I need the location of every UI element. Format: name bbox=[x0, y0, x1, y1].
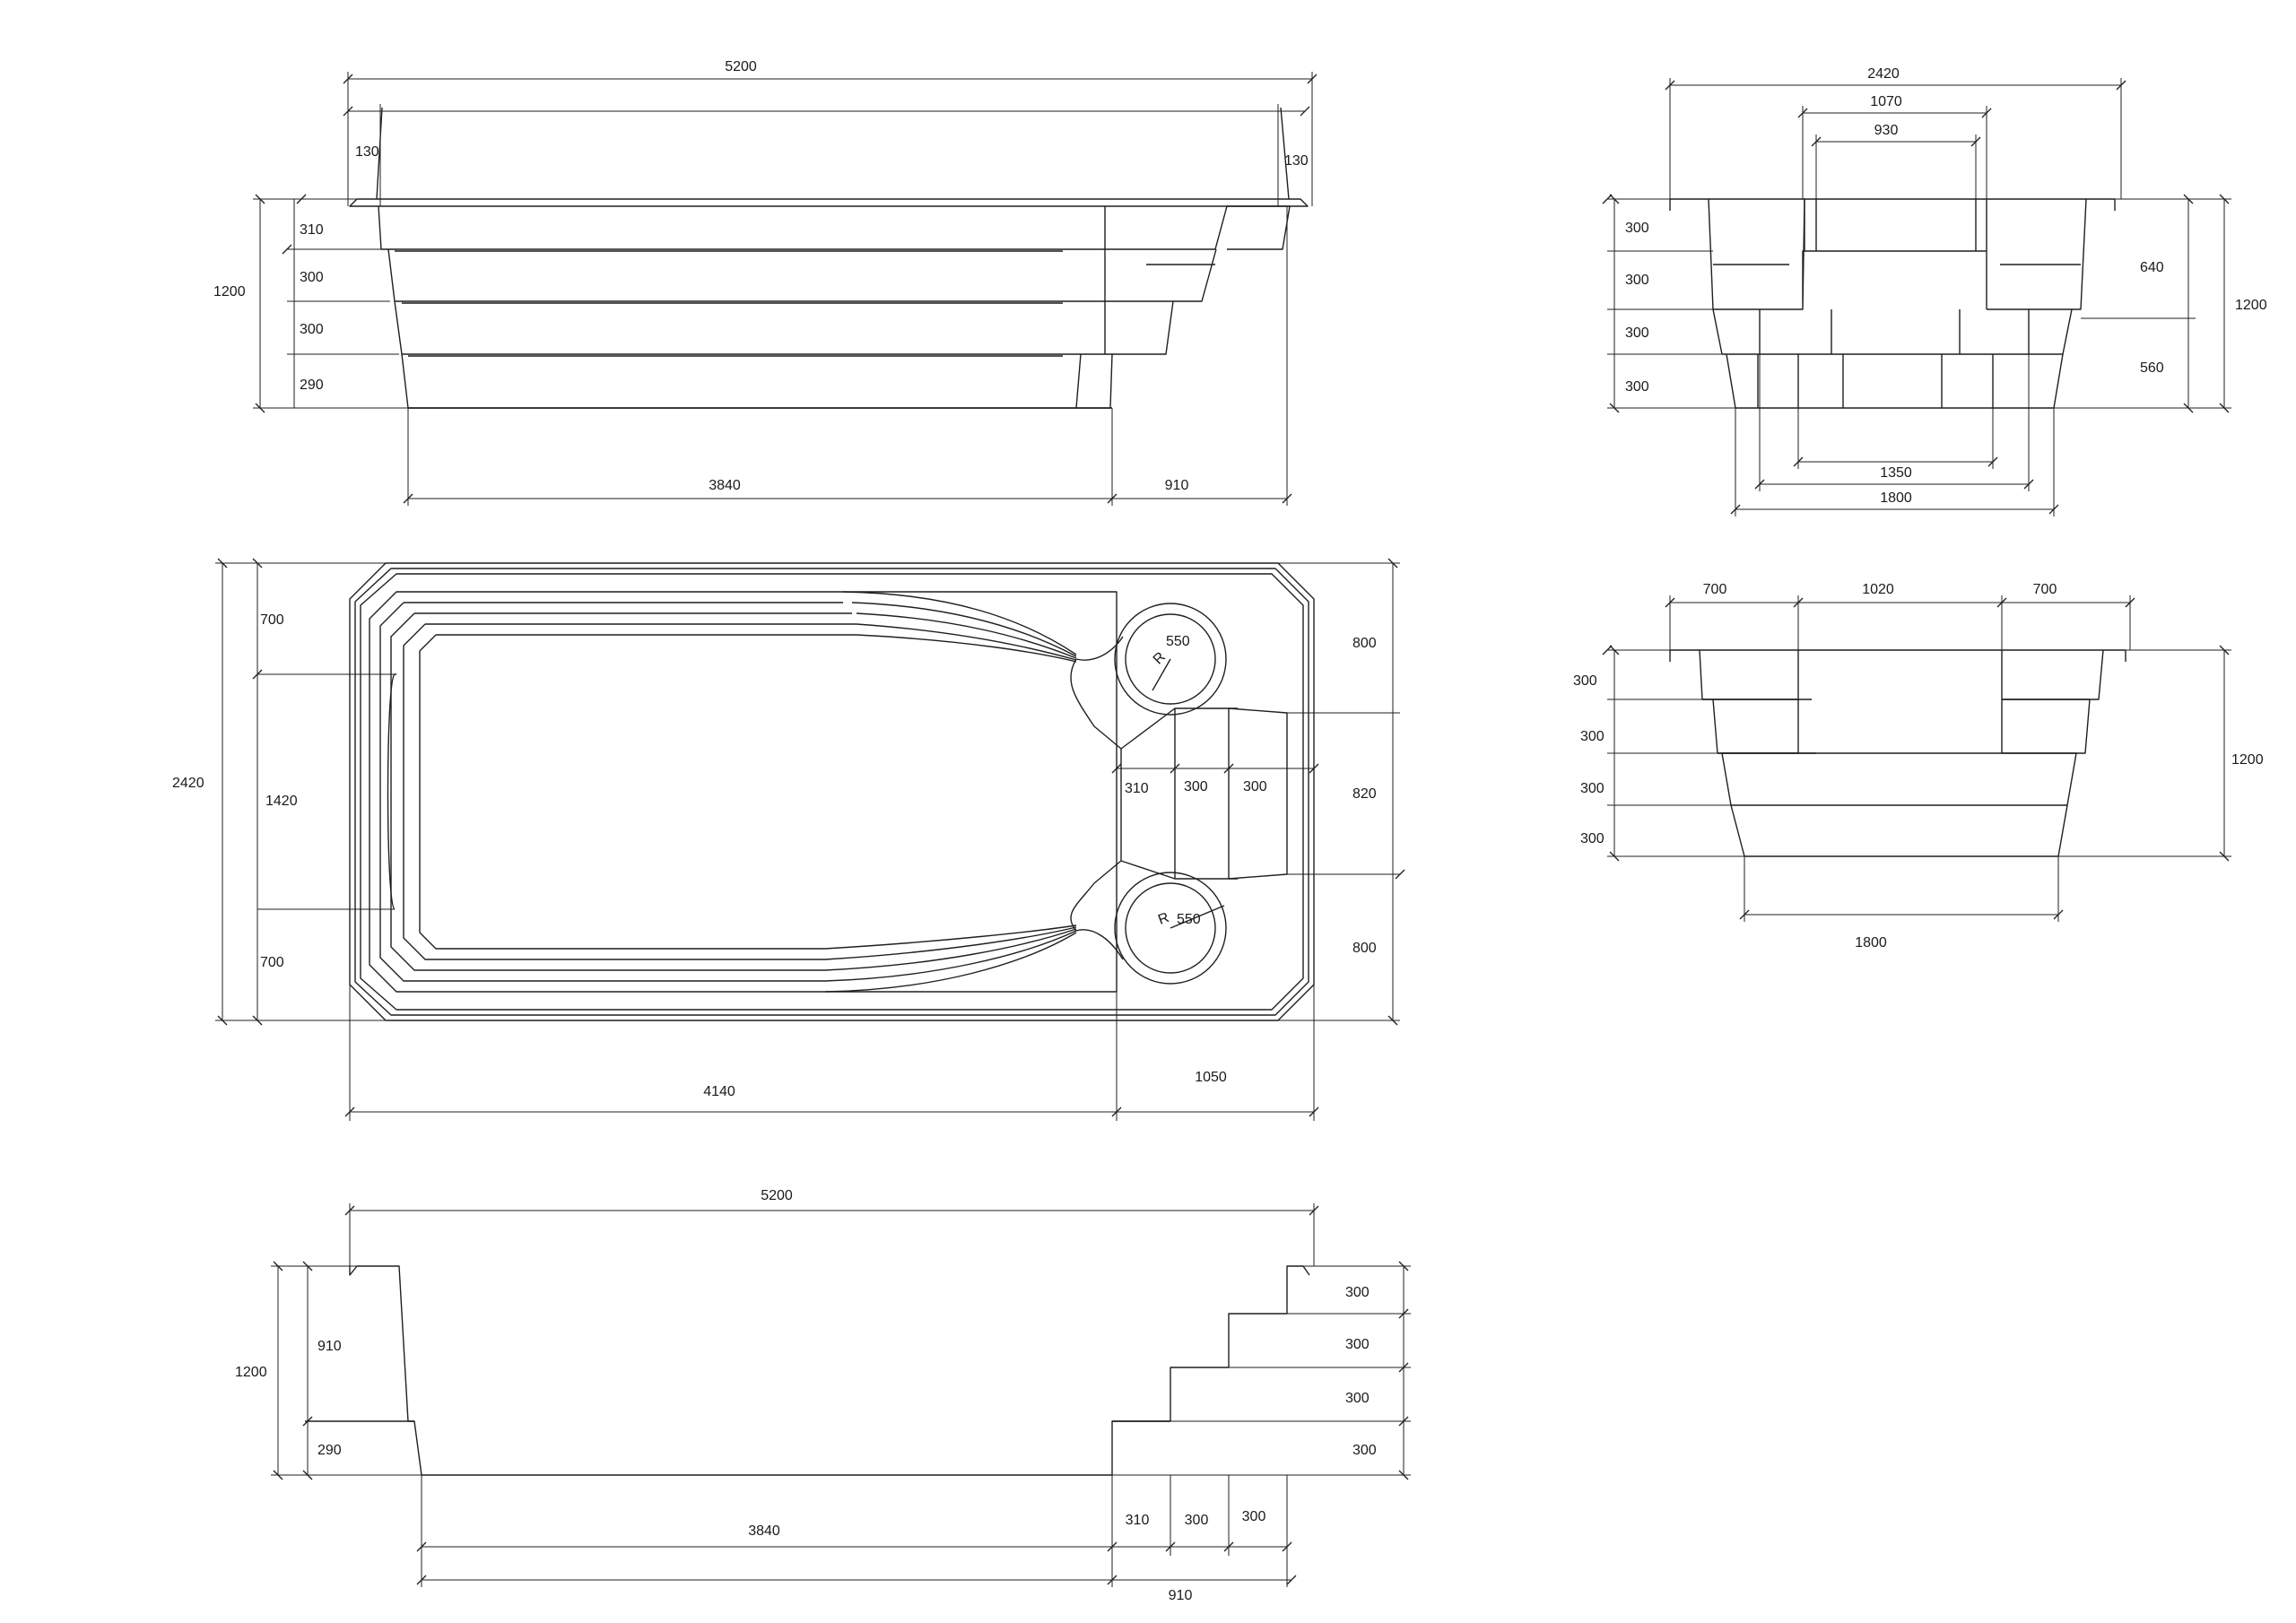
dim-overall-length: 5200 bbox=[761, 1188, 793, 1203]
end-section-2-view bbox=[1669, 649, 2126, 857]
long-section-dimensions bbox=[271, 1203, 1411, 1587]
dim-floor-width: 1800 bbox=[1880, 490, 1912, 506]
dim-depth-total: 1200 bbox=[235, 1365, 267, 1380]
radius-prefix-bottom: R bbox=[1156, 910, 1171, 928]
end-section-view bbox=[1669, 198, 2116, 409]
dim-lower-depth: 290 bbox=[317, 1443, 342, 1458]
dim-bench-step-2: 300 bbox=[1184, 779, 1208, 794]
dim-bench-length: 910 bbox=[1165, 478, 1189, 493]
dim-right-step-2: 300 bbox=[1345, 1337, 1370, 1352]
long-section-labels: 5200 1200 910 290 300 300 300 300 3840 3… bbox=[235, 1188, 1377, 1603]
dim-right-ledge: 700 bbox=[2033, 582, 2057, 597]
dim-center-width: 1020 bbox=[1862, 582, 1894, 597]
dim-bench-step-3: 300 bbox=[1242, 1509, 1266, 1524]
dim-floor-length: 3840 bbox=[709, 478, 741, 493]
dim-left-rim: 130 bbox=[355, 144, 379, 160]
side-section-dimensions bbox=[253, 72, 1318, 506]
dim-step-4: 300 bbox=[1580, 831, 1605, 846]
dim-right-middle: 820 bbox=[1352, 786, 1377, 802]
dim-bench-length: 910 bbox=[1169, 1588, 1193, 1603]
dim-main-length: 4140 bbox=[703, 1084, 735, 1099]
dim-left-middle: 1420 bbox=[265, 794, 298, 809]
end-section-dimensions bbox=[1607, 78, 2231, 516]
dim-left-ledge: 700 bbox=[1703, 582, 1727, 597]
side-section-labels: 5200 130 130 1200 310 300 300 290 3840 9… bbox=[213, 59, 1309, 493]
dim-step-1: 300 bbox=[1573, 673, 1597, 689]
dim-right-step-1: 300 bbox=[1345, 1285, 1370, 1300]
plan-view bbox=[349, 562, 1315, 1021]
end-section-2-labels: 700 1020 700 300 300 300 300 1200 1800 bbox=[1573, 582, 2264, 950]
dim-step-2: 300 bbox=[1580, 729, 1605, 744]
dim-lower-depth: 560 bbox=[2140, 360, 2164, 376]
dim-floor-width: 1800 bbox=[1855, 935, 1887, 950]
dim-depth-total: 1200 bbox=[2235, 298, 2267, 313]
dim-step-3: 300 bbox=[300, 322, 324, 337]
dim-depth-total: 1200 bbox=[213, 284, 246, 299]
dim-bench-step-1: 310 bbox=[1125, 781, 1149, 796]
dim-depth-total: 1200 bbox=[2231, 752, 2264, 768]
dim-left-bottom: 700 bbox=[260, 955, 284, 970]
dim-right-step-3: 300 bbox=[1345, 1391, 1370, 1406]
side-section-view bbox=[349, 107, 1309, 409]
dim-right-step-4: 300 bbox=[1352, 1443, 1377, 1458]
dim-overall-width: 2420 bbox=[172, 776, 204, 791]
dim-step-3: 300 bbox=[1625, 325, 1649, 341]
dim-floor-length: 3840 bbox=[748, 1523, 780, 1539]
dim-bench-step-2: 300 bbox=[1185, 1513, 1209, 1528]
dim-right-rim: 130 bbox=[1284, 153, 1309, 169]
dim-left-top: 700 bbox=[260, 612, 284, 628]
end-section-2-dimensions bbox=[1607, 595, 2231, 922]
dim-upper-depth: 640 bbox=[2140, 260, 2164, 275]
dim-seat-radius-top: 550 bbox=[1166, 634, 1190, 649]
plan-dimensions bbox=[215, 558, 1400, 1121]
dim-bench-step-3: 300 bbox=[1243, 779, 1267, 794]
dim-step-4: 300 bbox=[1625, 379, 1649, 395]
dim-floor-width-inner: 1350 bbox=[1880, 465, 1912, 481]
dim-step-3: 300 bbox=[1580, 781, 1605, 796]
dim-overall-width: 2420 bbox=[1867, 66, 1900, 82]
dim-bench-step-1: 310 bbox=[1126, 1513, 1150, 1528]
dim-right-top: 800 bbox=[1352, 636, 1377, 651]
dim-upper-depth: 910 bbox=[317, 1339, 342, 1354]
dim-bench-length: 1050 bbox=[1195, 1070, 1227, 1085]
dim-bench-width: 930 bbox=[1874, 123, 1899, 138]
dim-overall-length: 5200 bbox=[725, 59, 757, 74]
dim-step-1: 310 bbox=[300, 222, 324, 238]
dim-step-4: 290 bbox=[300, 378, 324, 393]
end-section-labels: 2420 1070 930 300 300 300 300 640 560 12… bbox=[1625, 66, 2267, 506]
dim-step-2: 300 bbox=[1625, 273, 1649, 288]
dim-step-1: 300 bbox=[1625, 221, 1649, 236]
dim-seat-radius-bottom: 550 bbox=[1177, 912, 1201, 927]
dim-right-bottom: 800 bbox=[1352, 941, 1377, 956]
dim-inner-width: 1070 bbox=[1870, 94, 1902, 109]
plan-labels: 2420 700 1420 700 800 820 800 R 550 R 55… bbox=[172, 612, 1377, 1099]
dim-step-2: 300 bbox=[300, 270, 324, 285]
